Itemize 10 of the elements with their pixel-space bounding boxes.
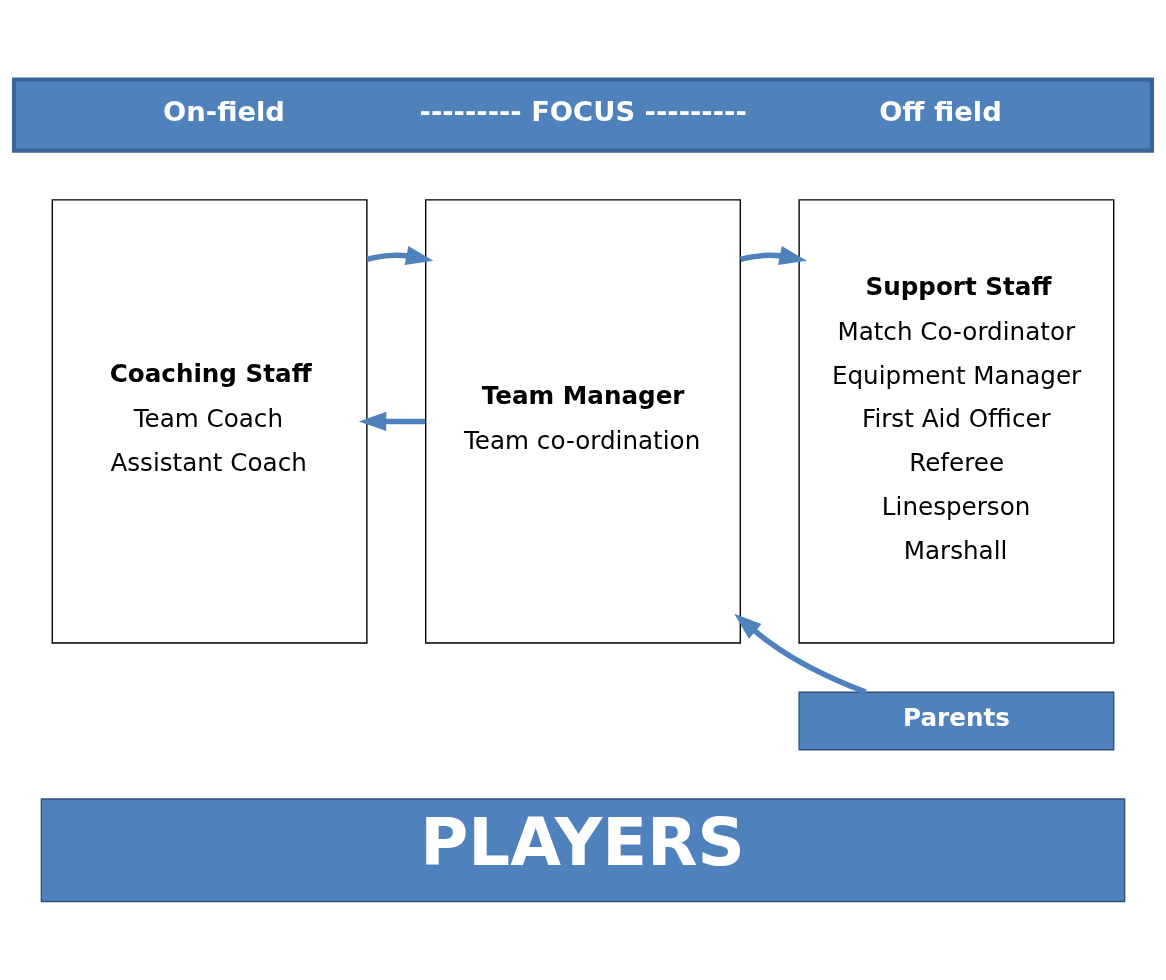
arrow — [739, 245, 807, 265]
node-box: Team Manager Team co-ordination — [425, 198, 741, 644]
arrow — [358, 411, 426, 431]
node-box: On-field --------- FOCUS --------- Off field — [11, 76, 1155, 153]
arrow — [734, 613, 867, 695]
node-box: PLAYERS — [40, 797, 1126, 902]
node-box: Parents — [798, 691, 1115, 750]
node-box: Coaching Staff Team Coach Assistant Coach — [51, 198, 368, 644]
arrow — [366, 245, 434, 265]
node-box: Support Staff Match Co-ordinator Equipment Manager First Aid Officer Referee Linesperson Marshall — [798, 198, 1115, 644]
